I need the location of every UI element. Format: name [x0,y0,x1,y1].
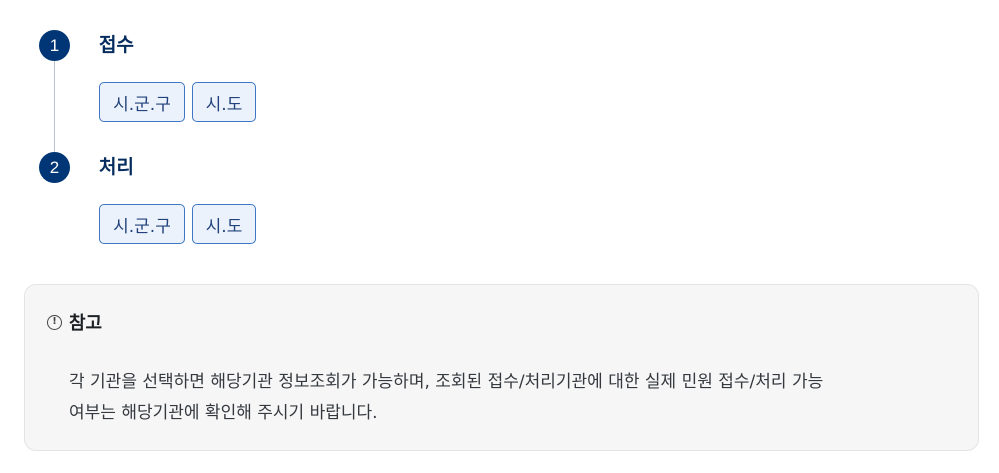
step-2-title: 처리 [99,156,134,178]
note-body-line-1: 각 기관을 선택하면 해당기관 정보조회가 가능하며, 조회된 접수/처리기관에… [69,372,824,392]
step-1-number-badge: 1 [39,30,70,61]
note-title: 참고 [69,313,103,334]
step-1-chip-sido[interactable]: 시.도 [192,82,256,122]
step-2-chip-sido[interactable]: 시.도 [192,204,256,244]
process-steps: 1 접수 시.군.구 시.도 2 처리 시.군.구 시.도 [39,30,256,244]
note-body: 각 기관을 선택하면 해당기관 정보조회가 가능하며, 조회된 접수/처리기관에… [69,367,964,429]
reference-note-box: ! 참고 각 기관을 선택하면 해당기관 정보조회가 가능하며, 조회된 접수/… [24,284,979,451]
step-2-chip-sigungu[interactable]: 시.군.구 [99,204,185,244]
step-2-number-badge: 2 [39,152,70,183]
step-1-chip-sigungu[interactable]: 시.군.구 [99,82,185,122]
step-1-title: 접수 [99,34,134,56]
note-body-line-2: 여부는 해당기관에 확인해 주시기 바랍니다. [69,403,378,423]
info-circle-icon: ! [47,314,62,330]
step-connector-line [54,46,55,168]
note-header: ! 참고 [47,309,102,335]
